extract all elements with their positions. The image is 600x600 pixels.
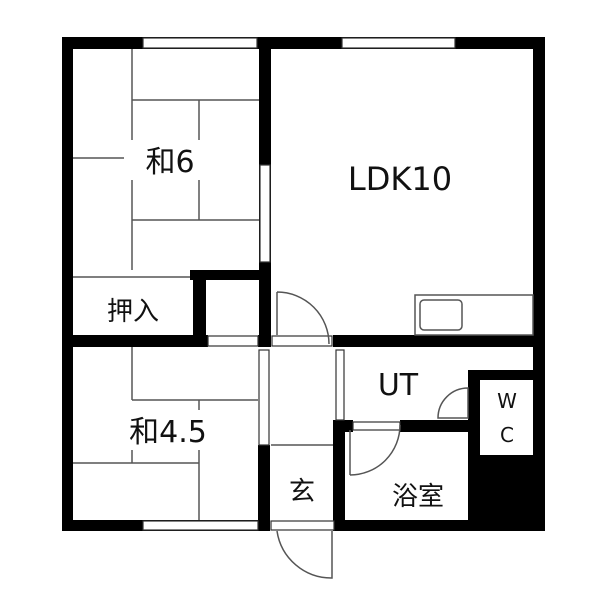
walls	[62, 37, 545, 531]
room-label-washitsu-45: 和4.5	[129, 415, 207, 450]
room-label-utility: UT	[378, 368, 419, 403]
room-label-oshiire: 押入	[107, 297, 159, 327]
door-swings	[276, 291, 469, 579]
room-label-ldk: LDK10	[348, 160, 452, 198]
sink-icon	[419, 299, 463, 331]
room-label-bathroom: 浴室	[392, 482, 444, 512]
windows	[142, 37, 456, 531]
room-label-genkan: 玄	[289, 477, 315, 507]
room-label-wc-w: W	[497, 389, 517, 413]
room-label-wc-c: C	[500, 423, 514, 447]
tatami-lines	[73, 49, 333, 520]
room-label-washitsu-6: 和6	[145, 145, 194, 180]
kitchen-counter	[414, 294, 534, 336]
